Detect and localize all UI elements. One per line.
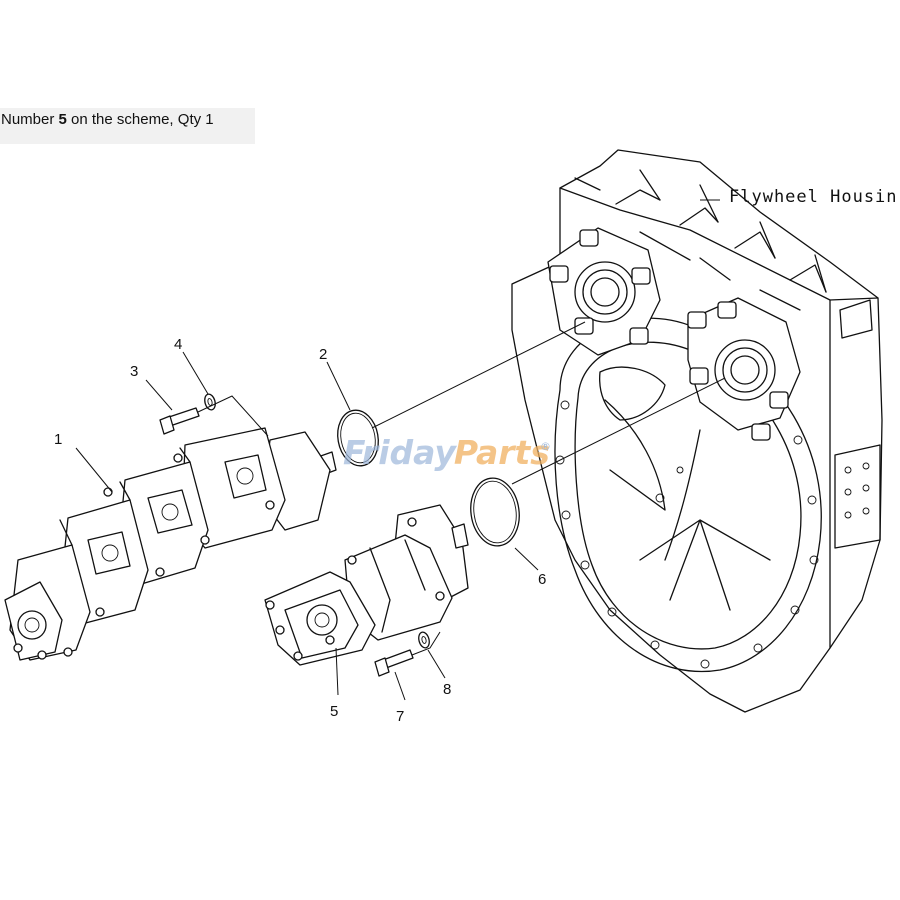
caption-prefix: Number <box>1 111 59 128</box>
bolt-7 <box>374 649 414 677</box>
callout-5: 5 <box>330 703 338 720</box>
callout-7: 7 <box>396 708 404 725</box>
housing-label: Flywheel Housin <box>729 187 898 207</box>
callout-8: 8 <box>443 681 451 698</box>
watermark-registered-mark: ® <box>540 440 551 453</box>
pump-assembly-1 <box>4 427 337 661</box>
o-ring-2 <box>337 409 379 467</box>
housing-bolt-heads-b <box>687 301 789 441</box>
watermark-part-1: Friday <box>343 433 457 472</box>
flywheel-housing <box>511 149 883 713</box>
svg-text:FridayParts: FridayParts <box>343 433 550 472</box>
callout-1: 1 <box>54 431 62 448</box>
o-ring-6 <box>470 477 520 547</box>
callout-6: 6 <box>538 571 546 588</box>
watermark-part-2: Parts <box>454 433 550 472</box>
pump-assembly-5 <box>264 504 469 666</box>
housing-bolt-heads-a <box>549 229 651 345</box>
watermark: FridayParts ® <box>343 433 551 472</box>
bolt-3 <box>159 407 200 435</box>
washer-8 <box>418 631 430 649</box>
callout-2: 2 <box>319 346 327 363</box>
assembly-lines <box>197 321 726 656</box>
part-caption: Number 5 on the scheme, Qty 1 <box>0 108 255 144</box>
callout-3: 3 <box>130 363 138 380</box>
callout-leaders <box>75 351 539 701</box>
caption-suffix: on the scheme, Qty 1 <box>66 111 214 128</box>
callout-4: 4 <box>174 336 182 353</box>
caption-part-number: 5 <box>58 111 67 128</box>
